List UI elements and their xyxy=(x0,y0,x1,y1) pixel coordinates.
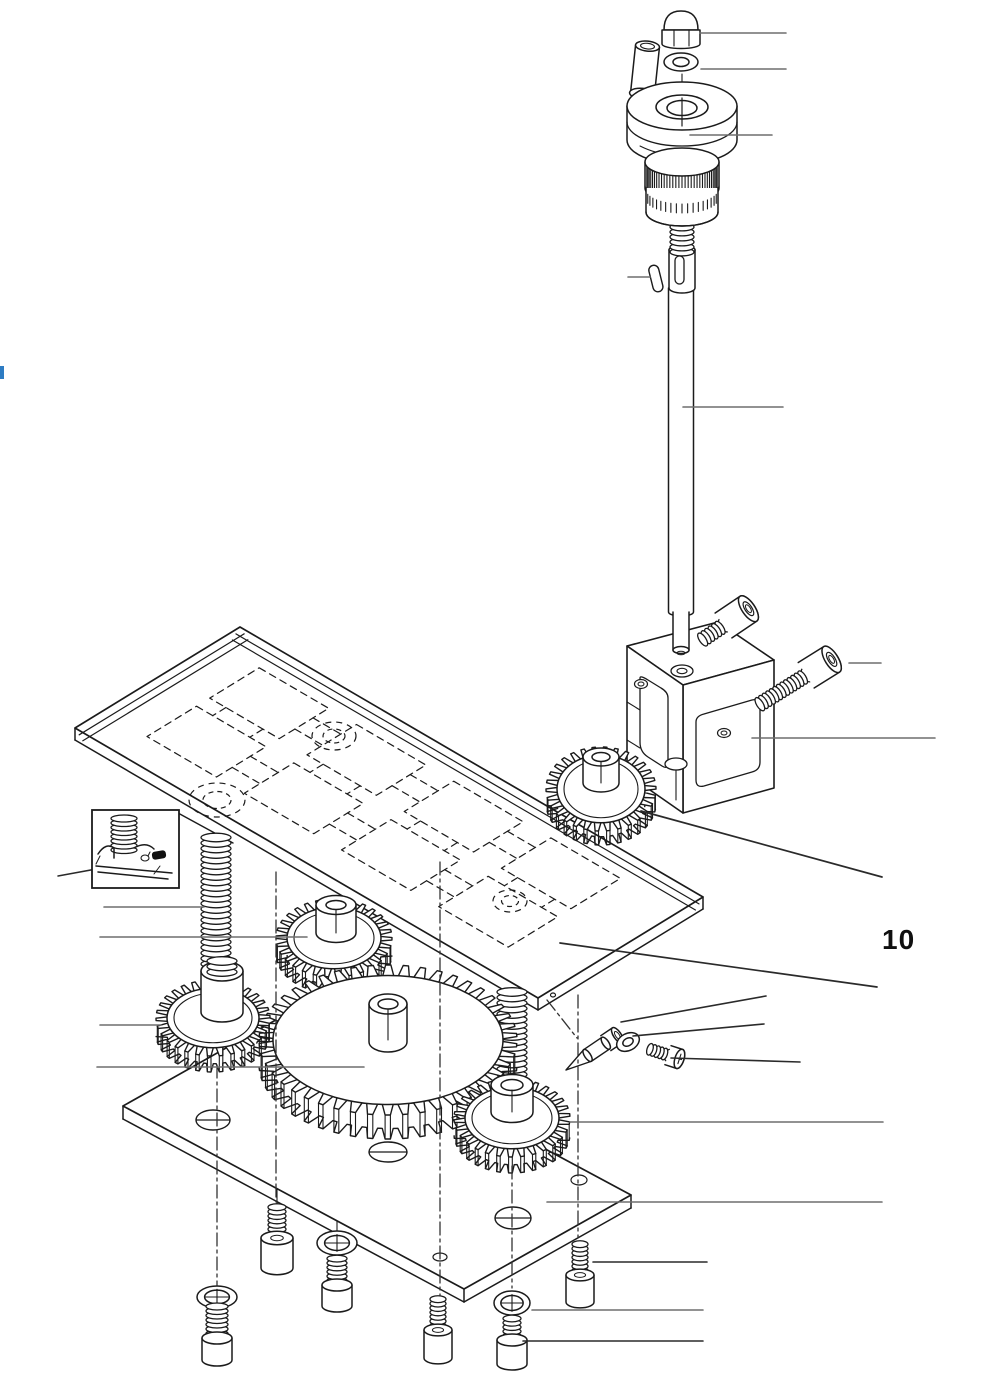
page-edge-artifact xyxy=(0,366,4,379)
milling-table-plate xyxy=(74,626,704,1011)
base-fasteners xyxy=(196,1188,595,1371)
pin-washer-screw-set xyxy=(565,1026,686,1071)
handwheel-assembly xyxy=(626,10,738,227)
bearing-block xyxy=(545,594,843,846)
inset-detail-box xyxy=(57,809,234,889)
part-callout-10: 10 xyxy=(882,924,916,955)
lead-screw-shaft xyxy=(648,212,696,656)
center-lines xyxy=(216,73,683,1296)
leader-lines xyxy=(96,32,936,1342)
gear-train xyxy=(155,894,571,1174)
